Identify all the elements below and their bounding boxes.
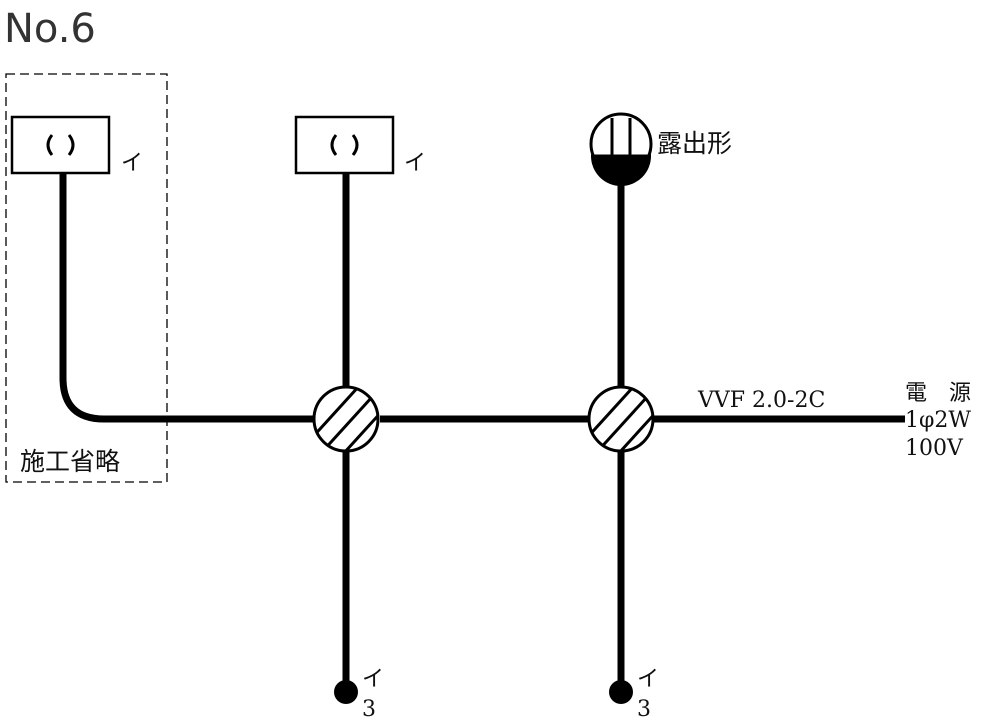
junction-box-left — [312, 385, 380, 453]
switch-left: イ 3 — [334, 667, 384, 722]
switch-right-number: 3 — [637, 697, 651, 722]
junction-box-right — [587, 385, 655, 453]
fixture-paren-center-open — [330, 134, 338, 156]
fixture-paren-left-close — [67, 134, 75, 156]
wire-left-light — [59, 172, 313, 423]
power-line2: 1φ2W — [905, 408, 971, 433]
fixture-box-center — [294, 115, 395, 175]
switch-left-letter: イ — [362, 667, 384, 692]
light-fixture-center: イ — [294, 115, 426, 176]
power-line3: 100V — [905, 436, 964, 461]
fixture-paren-left-open — [46, 134, 54, 156]
omitted-area-border — [5, 73, 168, 483]
switch-left-dot — [334, 680, 358, 704]
omitted-label: 施工省略 — [20, 447, 120, 476]
wire-label: VVF 2.0-2C — [697, 388, 825, 413]
junction-box-left-circle — [312, 385, 380, 453]
switch-right: イ 3 — [609, 667, 659, 722]
light-center-label: イ — [404, 151, 426, 176]
power-source: 電 源 1φ2W 100V — [905, 381, 971, 461]
exposed-label: 露出形 — [657, 129, 732, 158]
power-line1: 電 源 — [905, 381, 971, 406]
junction-box-right-hatch — [590, 388, 652, 450]
exposed-outlet: 露出形 — [589, 112, 732, 186]
wires — [59, 168, 905, 692]
omitted-area: 施工省略 — [5, 73, 168, 483]
switch-left-number: 3 — [362, 697, 376, 722]
switch-right-dot — [609, 680, 633, 704]
fixture-paren-center-close — [351, 134, 359, 156]
switch-right-letter: イ — [637, 667, 659, 692]
fixture-box-left — [10, 115, 111, 175]
light-left-label: イ — [121, 151, 143, 176]
exposed-outlet-fill — [591, 156, 651, 186]
light-fixture-left: イ — [10, 115, 143, 176]
junction-box-right-circle — [587, 385, 655, 453]
junction-box-left-hatch — [315, 388, 377, 450]
diagram-title: No.6 — [4, 6, 96, 52]
